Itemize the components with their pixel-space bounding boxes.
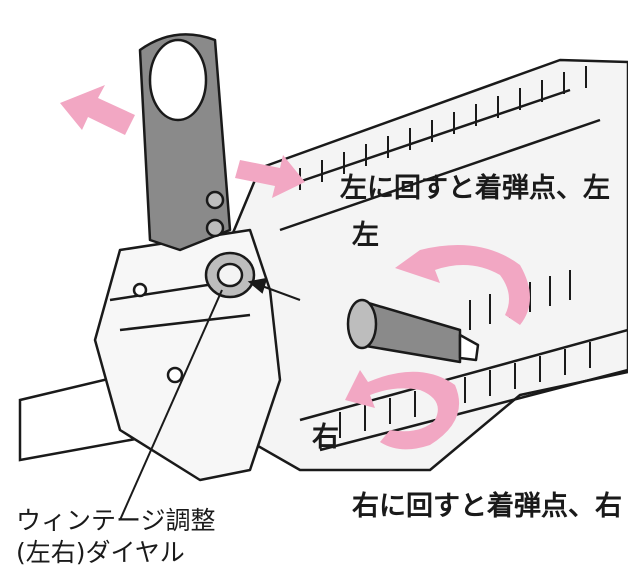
dial-leader-line bbox=[119, 289, 223, 521]
rail-ribs bbox=[299, 66, 591, 438]
pink-arrows bbox=[60, 85, 530, 450]
adjustment-tool bbox=[346, 298, 480, 364]
dial-name-line2: (左右)ダイヤル bbox=[16, 538, 185, 567]
arrow-left-up bbox=[60, 85, 135, 135]
pointer-arrow bbox=[247, 277, 301, 301]
arrow-right bbox=[235, 155, 305, 198]
dial-name-line1: ウィンテージ調整 bbox=[16, 506, 216, 535]
right-short-label: 右 bbox=[312, 422, 339, 453]
arrow-rotate-right bbox=[345, 370, 460, 450]
arrow-rotate-left bbox=[395, 245, 530, 325]
rear-sight-aperture bbox=[138, 33, 232, 252]
left-short-label: 左 bbox=[352, 220, 379, 251]
windage-dial bbox=[204, 251, 256, 299]
left-rotation-label: 左に回すと着弾点、左 bbox=[340, 173, 610, 204]
right-rotation-label: 右に回すと着弾点、右 bbox=[352, 491, 622, 522]
